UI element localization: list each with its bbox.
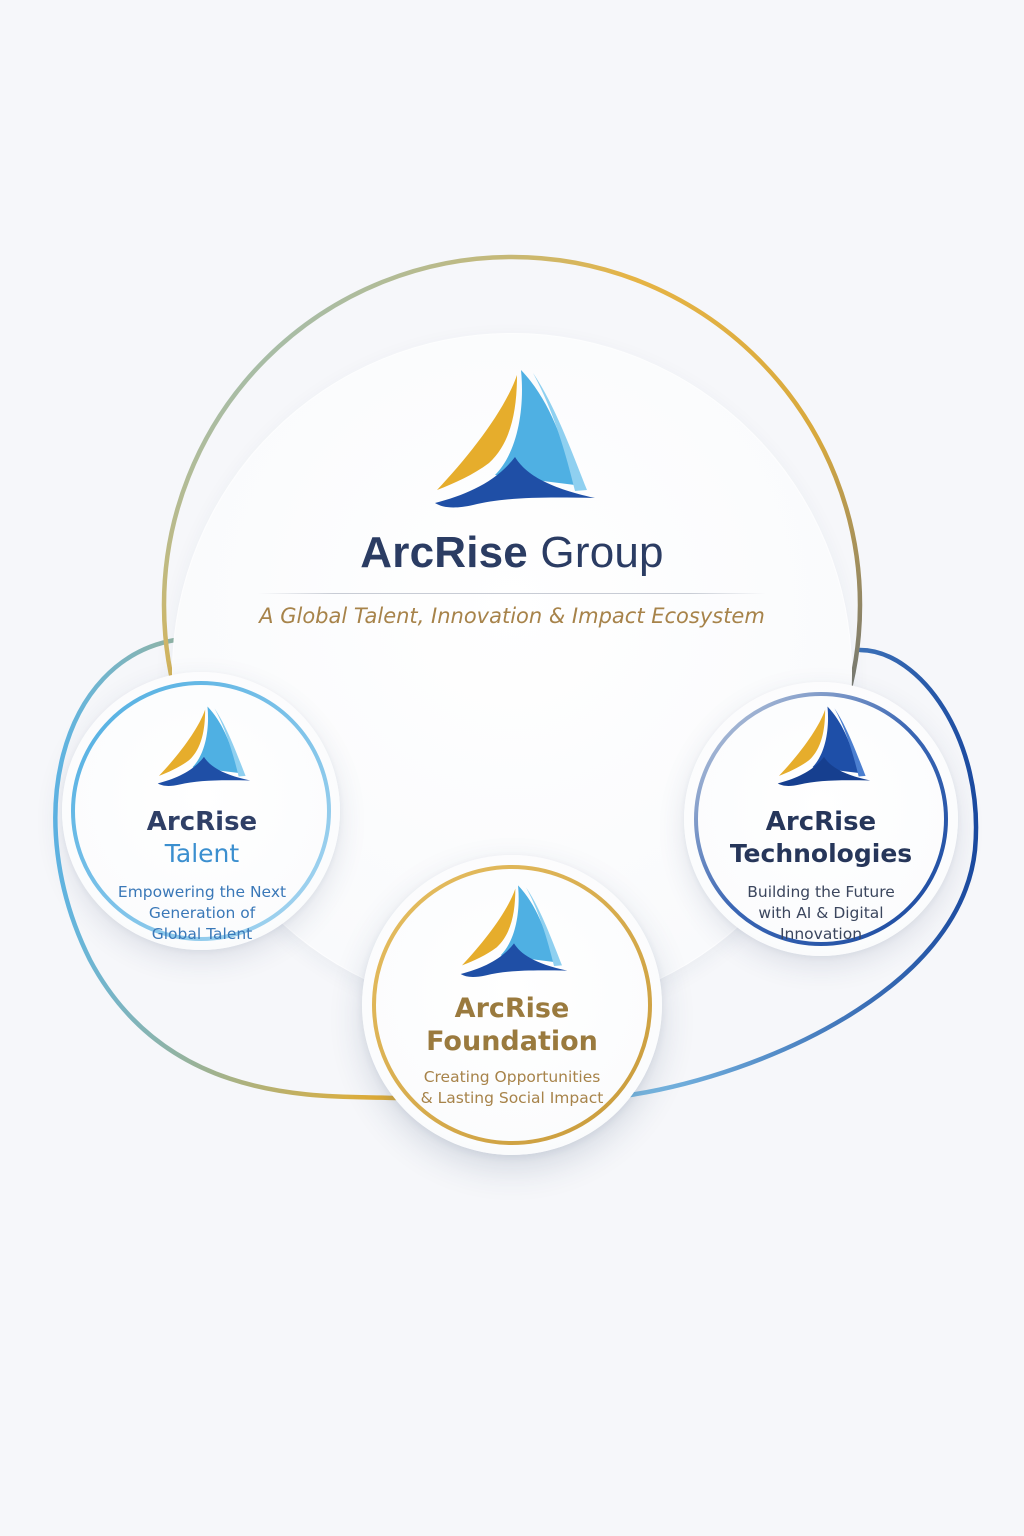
talent-desc-line2: Generation of <box>148 904 256 922</box>
foundation-desc-line1: Creating Opportunities <box>423 1068 601 1086</box>
technologies-desc-line2: with AI & Digital <box>758 904 884 922</box>
talent-name-line1: ArcRise <box>146 807 258 837</box>
foundation-description: Creating Opportunities & Lasting Social … <box>382 1067 642 1109</box>
technologies-ring <box>694 692 948 946</box>
group-tagline: A Global Talent, Innovation & Impact Eco… <box>259 604 765 628</box>
arcrise-logo-icon <box>777 706 871 786</box>
talent-ring <box>71 681 331 941</box>
technologies-name-line2: Technologies <box>729 839 913 868</box>
foundation-name: ArcRise Foundation <box>382 992 642 1058</box>
title-divider <box>258 593 766 594</box>
talent-desc-line1: Empowering the Next <box>117 883 287 901</box>
group-title-regular: Group <box>540 528 664 577</box>
arcrise-logo-icon <box>157 706 251 786</box>
foundation-name-line2: Foundation <box>426 1026 598 1057</box>
talent-desc-line3: Global Talent <box>151 925 253 943</box>
technologies-desc-line1: Building the Future <box>747 883 895 901</box>
talent-circle <box>62 672 340 950</box>
talent-name: ArcRise Talent <box>82 806 322 870</box>
talent-name-line2: Talent <box>164 839 240 868</box>
technologies-description: Building the Future with AI & Digital In… <box>698 882 944 945</box>
foundation-desc-line2: & Lasting Social Impact <box>420 1089 604 1107</box>
arcrise-logo-icon <box>460 885 568 977</box>
group-title-bold: ArcRise <box>360 528 528 577</box>
arcrise-logo-icon <box>435 370 595 508</box>
foundation-name-line1: ArcRise <box>454 993 570 1024</box>
talent-description: Empowering the Next Generation of Global… <box>82 882 322 945</box>
technologies-desc-line3: Innovation <box>779 925 863 943</box>
group-title: ArcRise Group <box>262 528 762 578</box>
technologies-name: ArcRise Technologies <box>698 806 944 870</box>
foundation-ring <box>372 865 652 1145</box>
technologies-name-line1: ArcRise <box>765 807 877 837</box>
